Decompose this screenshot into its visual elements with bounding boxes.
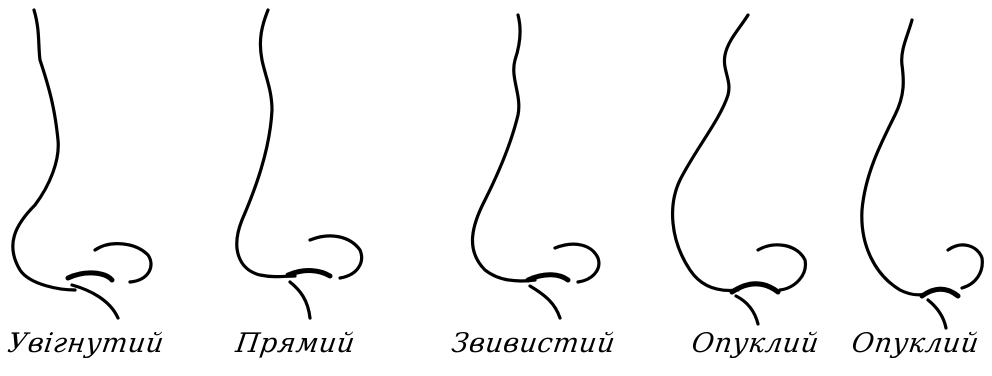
- lip-line: [72, 285, 118, 318]
- caption-straight: Прямий: [234, 328, 357, 359]
- caption-concave: Увігнутий: [6, 328, 166, 359]
- wavy-nose-drawing: [430, 0, 630, 330]
- nostril-mark: [288, 271, 330, 276]
- nostril-mark: [68, 273, 112, 280]
- nostril-mark: [922, 289, 958, 296]
- convex-nose-drawing: [640, 0, 830, 330]
- caption-convex-2: Опуклий: [850, 328, 981, 359]
- nose-bridge-line: [862, 20, 930, 295]
- nose-bridge-line: [13, 10, 75, 290]
- nostril-mark: [732, 284, 778, 292]
- lip-line: [290, 282, 310, 318]
- lip-line: [736, 296, 758, 324]
- nostril-wing-line: [948, 245, 982, 288]
- caption-wavy: Звивистий: [450, 328, 617, 359]
- lip-line: [530, 286, 560, 318]
- nostril-mark: [528, 275, 568, 280]
- nose-bridge-line: [472, 15, 535, 281]
- convex-nose-drawing-2: [830, 0, 992, 330]
- nose-bridge-line: [237, 10, 295, 277]
- straight-nose-drawing: [200, 0, 390, 330]
- concave-nose-drawing: [0, 0, 200, 330]
- nose-bridge-line: [673, 15, 748, 290]
- lip-line: [928, 300, 946, 328]
- caption-convex: Опуклий: [690, 328, 821, 359]
